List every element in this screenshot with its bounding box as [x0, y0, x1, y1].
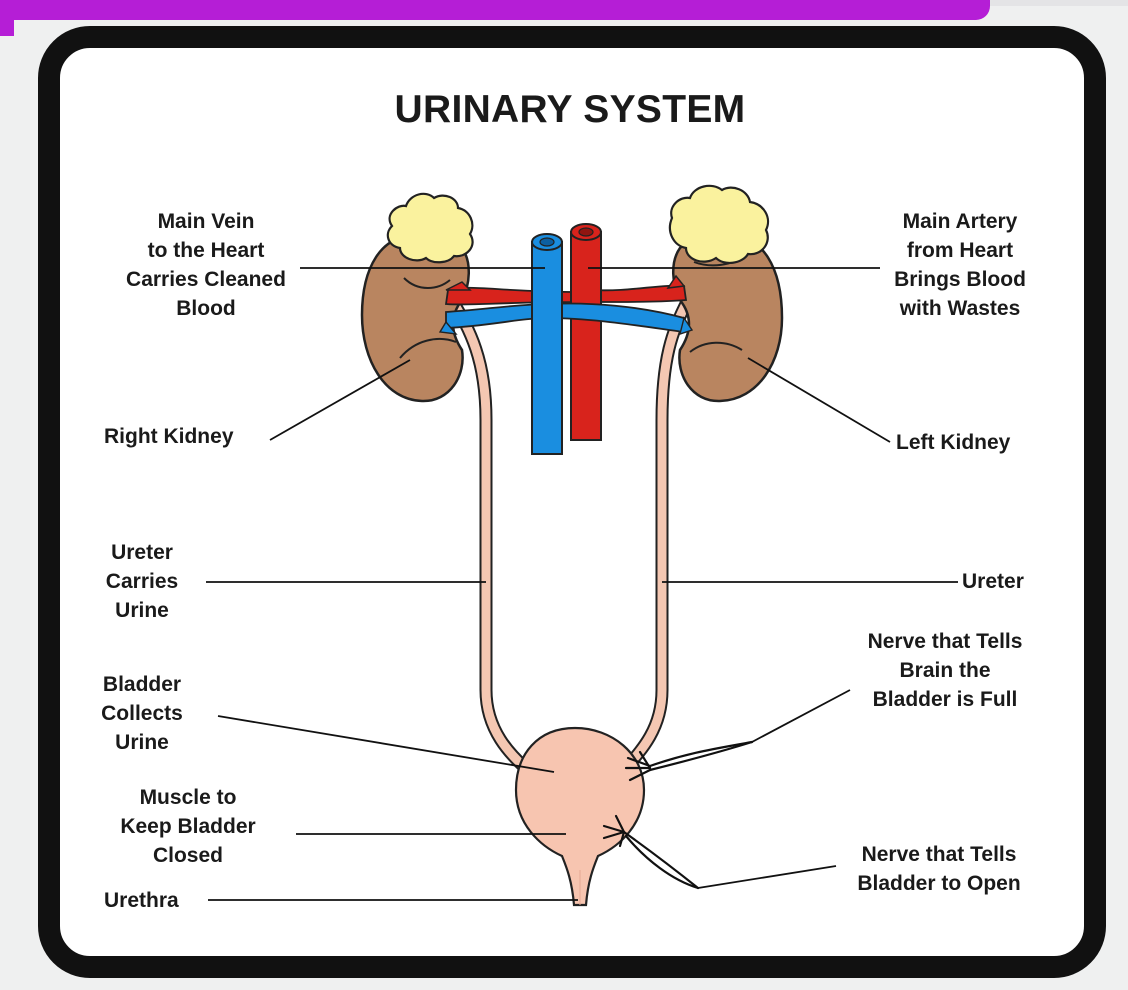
label-line: Urine	[92, 728, 192, 757]
leader-nerve-full	[752, 690, 850, 742]
label-line: Muscle to	[104, 783, 272, 812]
main-artery	[571, 232, 601, 440]
label-line: Keep Bladder	[104, 812, 272, 841]
label-urethra: Urethra	[104, 886, 179, 915]
label-line: Carries	[92, 567, 192, 596]
label-line: Main Vein	[100, 207, 312, 236]
label-line: Carries Cleaned	[100, 265, 312, 294]
label-line: Brings Blood	[860, 265, 1060, 294]
label-line: Urine	[92, 596, 192, 625]
label-line: to the Heart	[100, 236, 312, 265]
leader-right-kidney	[270, 360, 410, 440]
label-ureter: Ureter	[962, 567, 1024, 596]
label-line: Blood	[100, 294, 312, 323]
label-line: Bladder to Open	[832, 869, 1046, 898]
left-ureter	[622, 300, 688, 772]
label-line: Ureter	[92, 538, 192, 567]
label-line: Bladder is Full	[838, 685, 1052, 714]
label-line: Bladder	[92, 670, 192, 699]
diagram-title: URINARY SYSTEM	[250, 88, 890, 132]
label-left-kidney: Left Kidney	[896, 428, 1010, 457]
right-adrenal-gland	[388, 194, 473, 262]
left-renal-vein	[548, 304, 684, 332]
label-line: from Heart	[860, 236, 1060, 265]
label-line: Nerve that Tells	[838, 627, 1052, 656]
leader-nerve-open	[698, 866, 836, 888]
label-line: Main Artery	[860, 207, 1060, 236]
label-line: Brain the	[838, 656, 1052, 685]
label-line: Closed	[104, 841, 272, 870]
label-line: Collects	[92, 699, 192, 728]
label-line: Nerve that Tells	[832, 840, 1046, 869]
label-line: with Wastes	[860, 294, 1060, 323]
label-right-kidney: Right Kidney	[104, 422, 234, 451]
main-vein	[532, 242, 562, 454]
leader-left-kidney	[748, 358, 890, 442]
